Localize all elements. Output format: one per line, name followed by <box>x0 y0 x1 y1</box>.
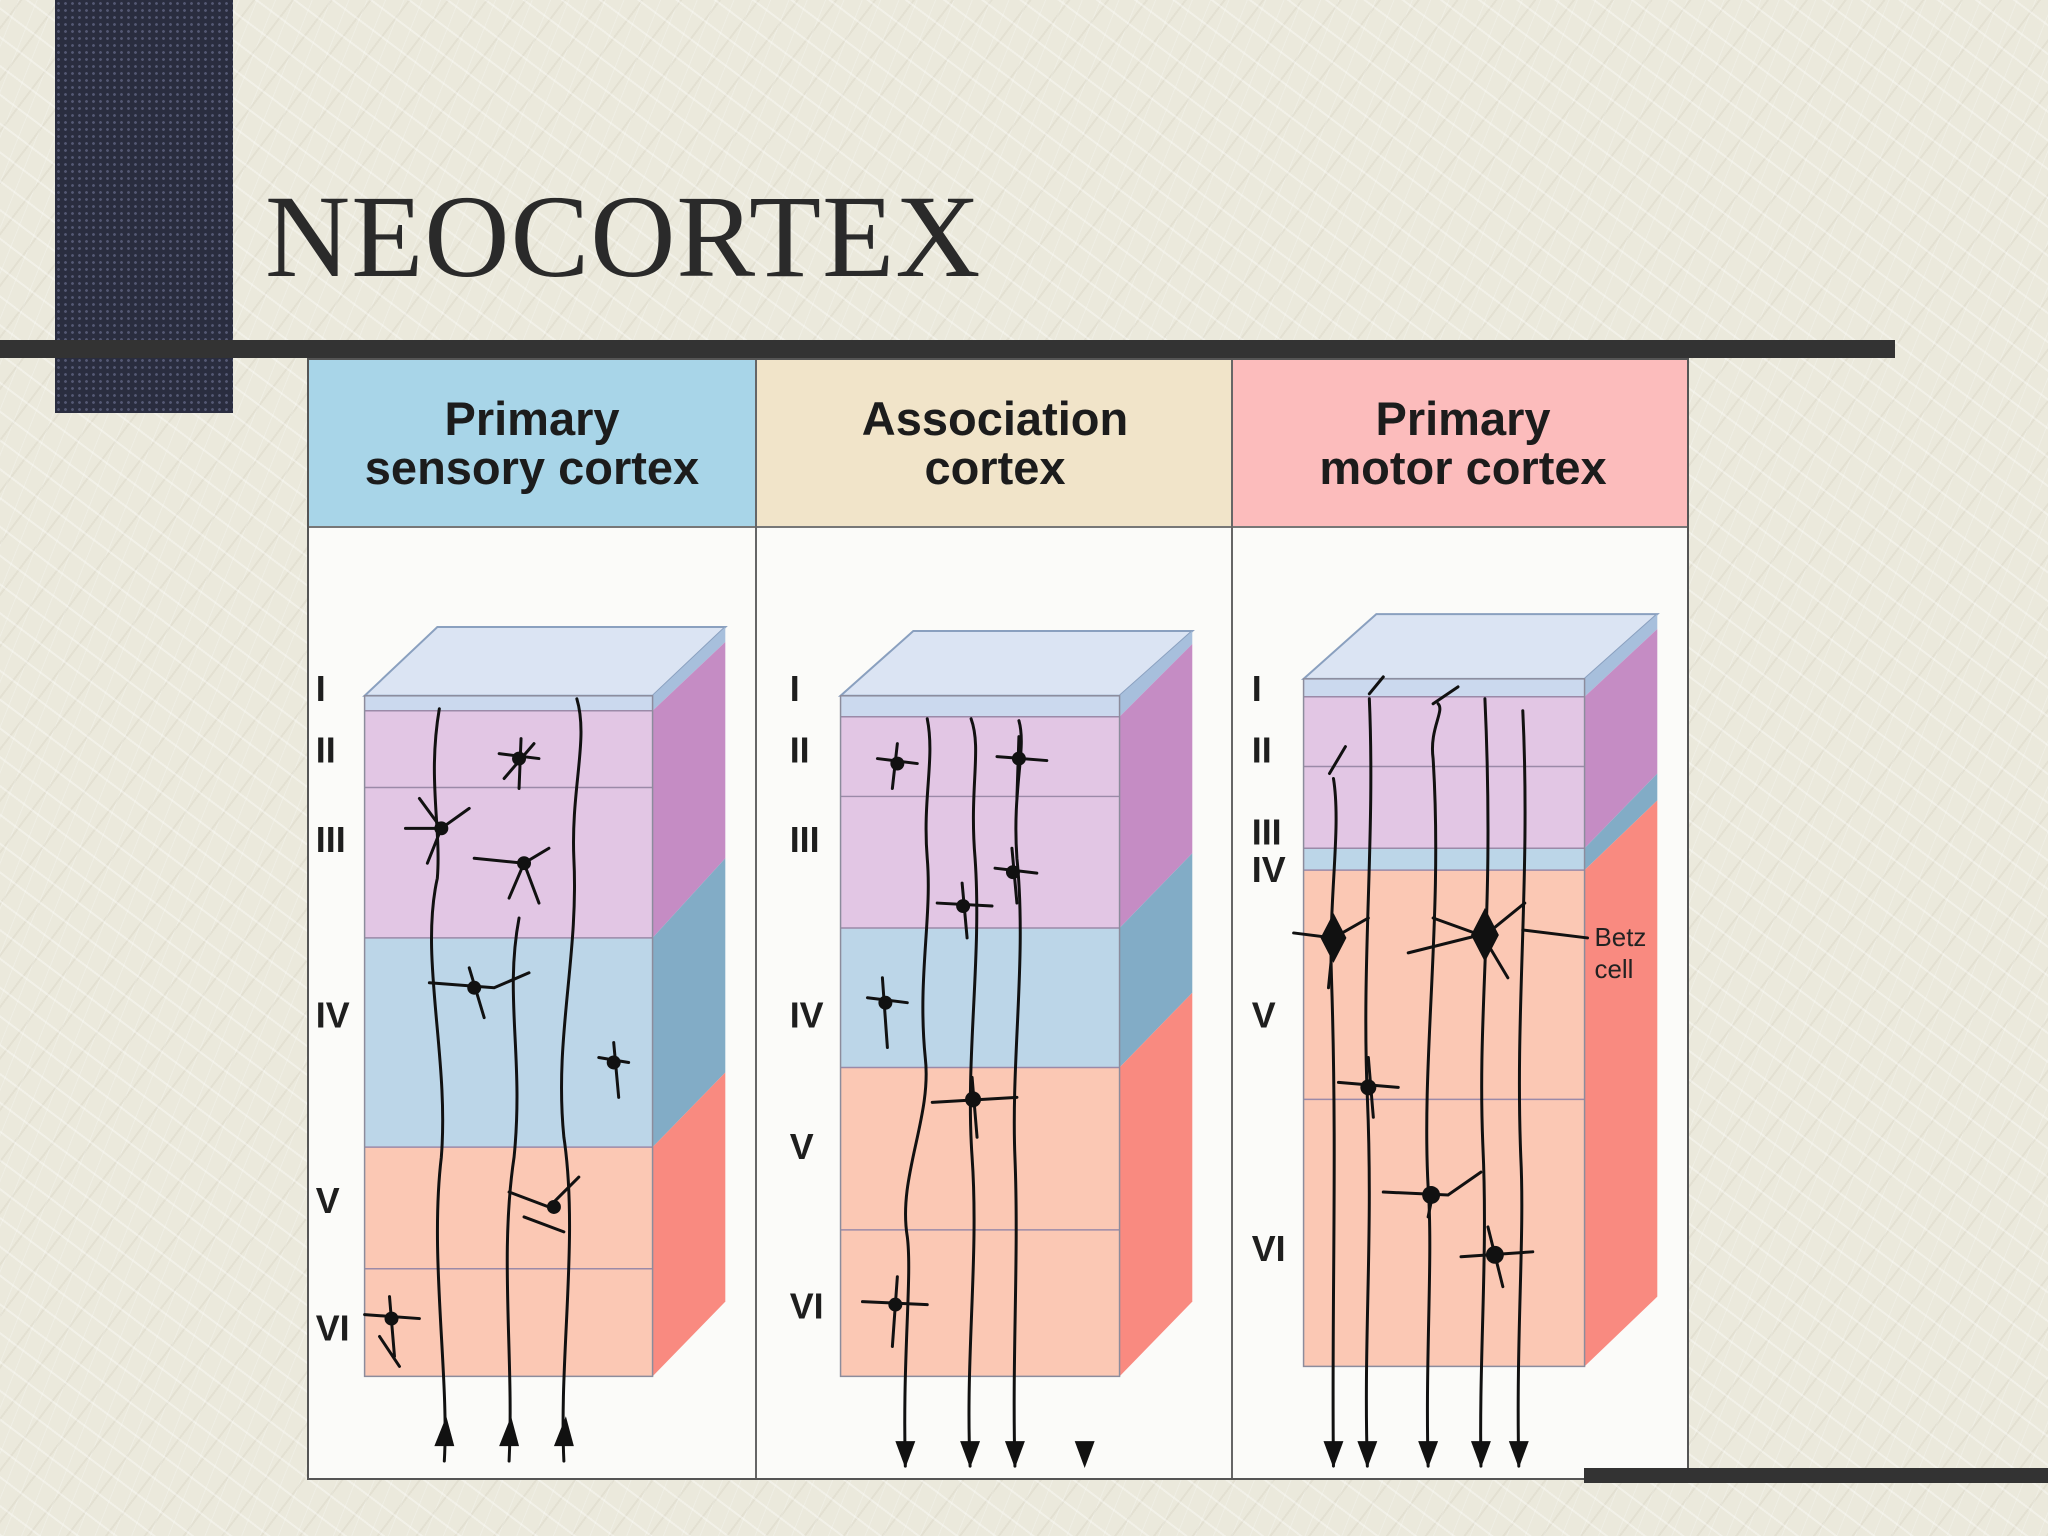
side-face-IV <box>652 858 726 1148</box>
panel-title-line2: cortex <box>924 441 1066 494</box>
layer-label-IV: IV <box>790 996 824 1036</box>
layer-band-V <box>840 1067 1120 1230</box>
motor-column-diagram: I II III IV V VI <box>1252 613 1660 1469</box>
side-face-II-III <box>1584 629 1658 849</box>
side-face-I <box>1584 614 1658 697</box>
panel-title-line2: sensory cortex <box>364 441 700 494</box>
side-face-I <box>1119 631 1193 717</box>
layer-label-IV: IV <box>316 996 350 1036</box>
layer-band-II <box>840 716 1120 797</box>
sensory-neurons <box>363 697 631 1463</box>
side-face-I <box>652 627 726 711</box>
layer-band-III <box>840 796 1120 928</box>
motor-arrow-heads <box>1323 1441 1529 1469</box>
betz-cell-label-line1: Betz <box>1595 924 1647 952</box>
layer-label-II: II <box>790 731 810 771</box>
layer-band-I <box>364 695 653 711</box>
sensory-column-diagram: I II III IV V VI <box>316 626 728 1463</box>
slide-title: NEOCORTEX <box>265 171 982 302</box>
side-face-V-VI <box>1119 992 1193 1377</box>
sensory-arrow-heads <box>434 1416 574 1447</box>
panel-title-line2: motor cortex <box>1319 441 1607 494</box>
layer-label-VI: VI <box>1252 1229 1286 1269</box>
layer-band-II <box>1303 696 1585 767</box>
side-face-V-VI <box>1584 800 1658 1367</box>
layer-label-III: III <box>316 820 346 860</box>
title-rule <box>0 340 1895 358</box>
layer-band-I <box>840 695 1120 717</box>
side-face-II-III <box>1119 643 1193 928</box>
side-face-V-VI <box>652 1072 726 1377</box>
layer-band-III <box>1303 766 1585 849</box>
layer-label-VI: VI <box>790 1287 824 1327</box>
layer-band-IV <box>364 937 653 1148</box>
layer-label-VI: VI <box>316 1308 350 1348</box>
layer-band-V <box>1303 870 1585 1100</box>
layer-band-I <box>1303 678 1585 697</box>
layer-label-III: III <box>1252 812 1282 852</box>
layer-label-V: V <box>790 1127 814 1167</box>
layer-band-VI <box>1303 1099 1585 1367</box>
layer-band-II <box>364 710 653 788</box>
side-face-IV <box>1119 853 1193 1068</box>
association-neurons <box>860 717 1049 1468</box>
layer-label-II: II <box>1252 731 1272 771</box>
association-cell-bodies <box>878 751 1026 1312</box>
bottom-rule <box>1584 1468 2048 1483</box>
panel-title-line1: Primary <box>444 391 620 445</box>
layer-label-I: I <box>316 669 326 709</box>
layer-label-V: V <box>1252 996 1276 1036</box>
panel-title-line1: Association <box>861 391 1129 445</box>
layer-label-I: I <box>790 669 800 709</box>
association-arrow-heads <box>895 1441 1095 1469</box>
layer-band-IV <box>1303 848 1585 871</box>
panel-title-line1: Primary <box>1375 391 1551 445</box>
betz-cell-label-line2: cell <box>1595 956 1634 984</box>
side-face-II-III <box>652 641 726 938</box>
layer-label-III: III <box>790 820 820 860</box>
motor-neurons <box>1292 675 1590 1468</box>
sensory-cell-bodies <box>384 751 621 1326</box>
layer-label-IV: IV <box>1252 850 1286 890</box>
layer-label-V: V <box>316 1181 340 1221</box>
layer-label-II: II <box>316 731 336 771</box>
association-column-diagram: I II III IV V VI <box>790 630 1195 1469</box>
layer-label-I: I <box>1252 669 1262 709</box>
side-face-IV <box>1584 773 1658 871</box>
